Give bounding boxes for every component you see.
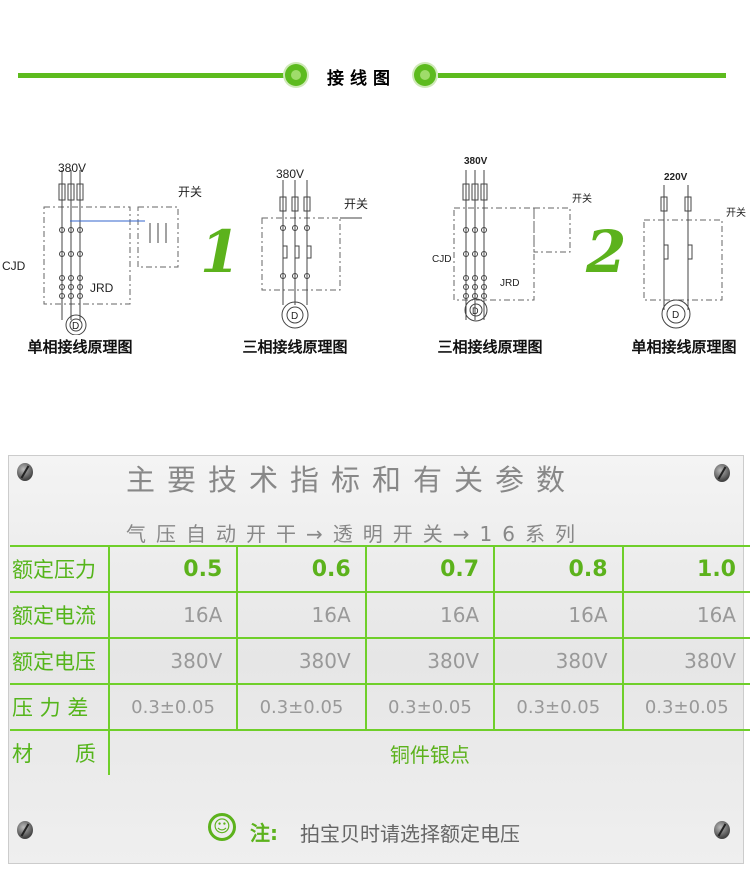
row-label: 额定电压: [10, 637, 110, 685]
switch-label: 开关: [178, 185, 202, 199]
motor-label: D: [72, 321, 79, 332]
diagram-1-single-phase: [43, 169, 179, 335]
table-cell: 0.3±0.05: [107, 683, 239, 731]
table-cell: 16A: [107, 591, 239, 639]
table-cell: 0.3±0.05: [493, 683, 624, 731]
table-cell: 380V: [236, 637, 367, 685]
diagram-caption: 三相接线原理图: [437, 338, 543, 356]
row-label: 压 力 差: [10, 683, 110, 731]
section-title: 接线图: [327, 69, 396, 89]
material-value: 铜件银点: [107, 729, 750, 775]
voltage-label: 380V: [464, 156, 488, 167]
table-cell: 0.3±0.05: [364, 683, 496, 731]
table-cell: 0.5: [107, 545, 239, 593]
diagram-caption: 单相接线原理图: [27, 338, 133, 356]
table-cell: 380V: [107, 637, 239, 685]
voltage-label: 380V: [276, 167, 304, 181]
table-cell: 16A: [236, 591, 367, 639]
diagram-caption: 单相接线原理图: [631, 338, 737, 356]
screw-icon: [714, 821, 730, 839]
diagram-3-three-phase: [453, 169, 571, 322]
table-cell: 1.0: [621, 545, 750, 593]
header-dot-icon: [285, 64, 307, 86]
motor-label: D: [472, 306, 479, 316]
note-text: 拍宝贝时请选择额定电压: [300, 822, 520, 846]
wiring-diagrams: 380V 开关 CJD JRD D 380V 开关 D 380V 开关 CJD …: [2, 156, 746, 335]
table-row: 材 质 铜件银点: [10, 729, 750, 775]
table-cell: 0.6: [236, 545, 367, 593]
voltage-label: 380V: [58, 161, 86, 175]
switch-label: 开关: [344, 197, 368, 211]
note-prefix: 注:: [250, 821, 278, 845]
voltage-label: 220V: [664, 172, 688, 183]
contactor-label: CJD: [432, 254, 451, 265]
table-cell: 16A: [493, 591, 624, 639]
panel-title: 主要技术指标和有关参数: [126, 463, 578, 497]
table-cell: 380V: [621, 637, 750, 685]
table-cell: 16A: [364, 591, 496, 639]
row-label: 额定压力: [10, 545, 110, 593]
header-line-left: [18, 73, 286, 78]
table-cell: 0.8: [493, 545, 624, 593]
screw-icon: [17, 463, 33, 481]
header-line-right: [438, 73, 726, 78]
table-cell: 380V: [493, 637, 624, 685]
motor-label: D: [672, 310, 679, 321]
relay-label: JRD: [90, 281, 114, 295]
table-cell: 0.3±0.05: [621, 683, 750, 731]
table-cell: 16A: [621, 591, 750, 639]
header-dot-icon: [414, 64, 436, 86]
table-cell: 0.3±0.05: [236, 683, 367, 731]
table-cell: 0.7: [364, 545, 496, 593]
motor-label: D: [291, 311, 298, 322]
relay-label: JRD: [500, 278, 519, 289]
row-label: 材 质: [10, 729, 110, 775]
table-cell: 380V: [364, 637, 496, 685]
diagram-2-three-phase: [261, 179, 362, 329]
diagram-4-single-phase: [643, 184, 723, 329]
switch-label: 开关: [726, 206, 746, 219]
screw-icon: [714, 464, 730, 482]
panel-subtitle: 气压自动开干→透明开关→16系列: [126, 522, 585, 546]
row-label: 额定电流: [10, 591, 110, 639]
group-number: 1: [200, 218, 241, 286]
switch-label: 开关: [572, 192, 592, 205]
smiley-icon: ☺: [208, 813, 236, 841]
contactor-label: CJD: [2, 259, 26, 273]
diagram-caption: 三相接线原理图: [242, 338, 348, 356]
group-number: 2: [586, 218, 627, 286]
screw-icon: [17, 821, 33, 839]
